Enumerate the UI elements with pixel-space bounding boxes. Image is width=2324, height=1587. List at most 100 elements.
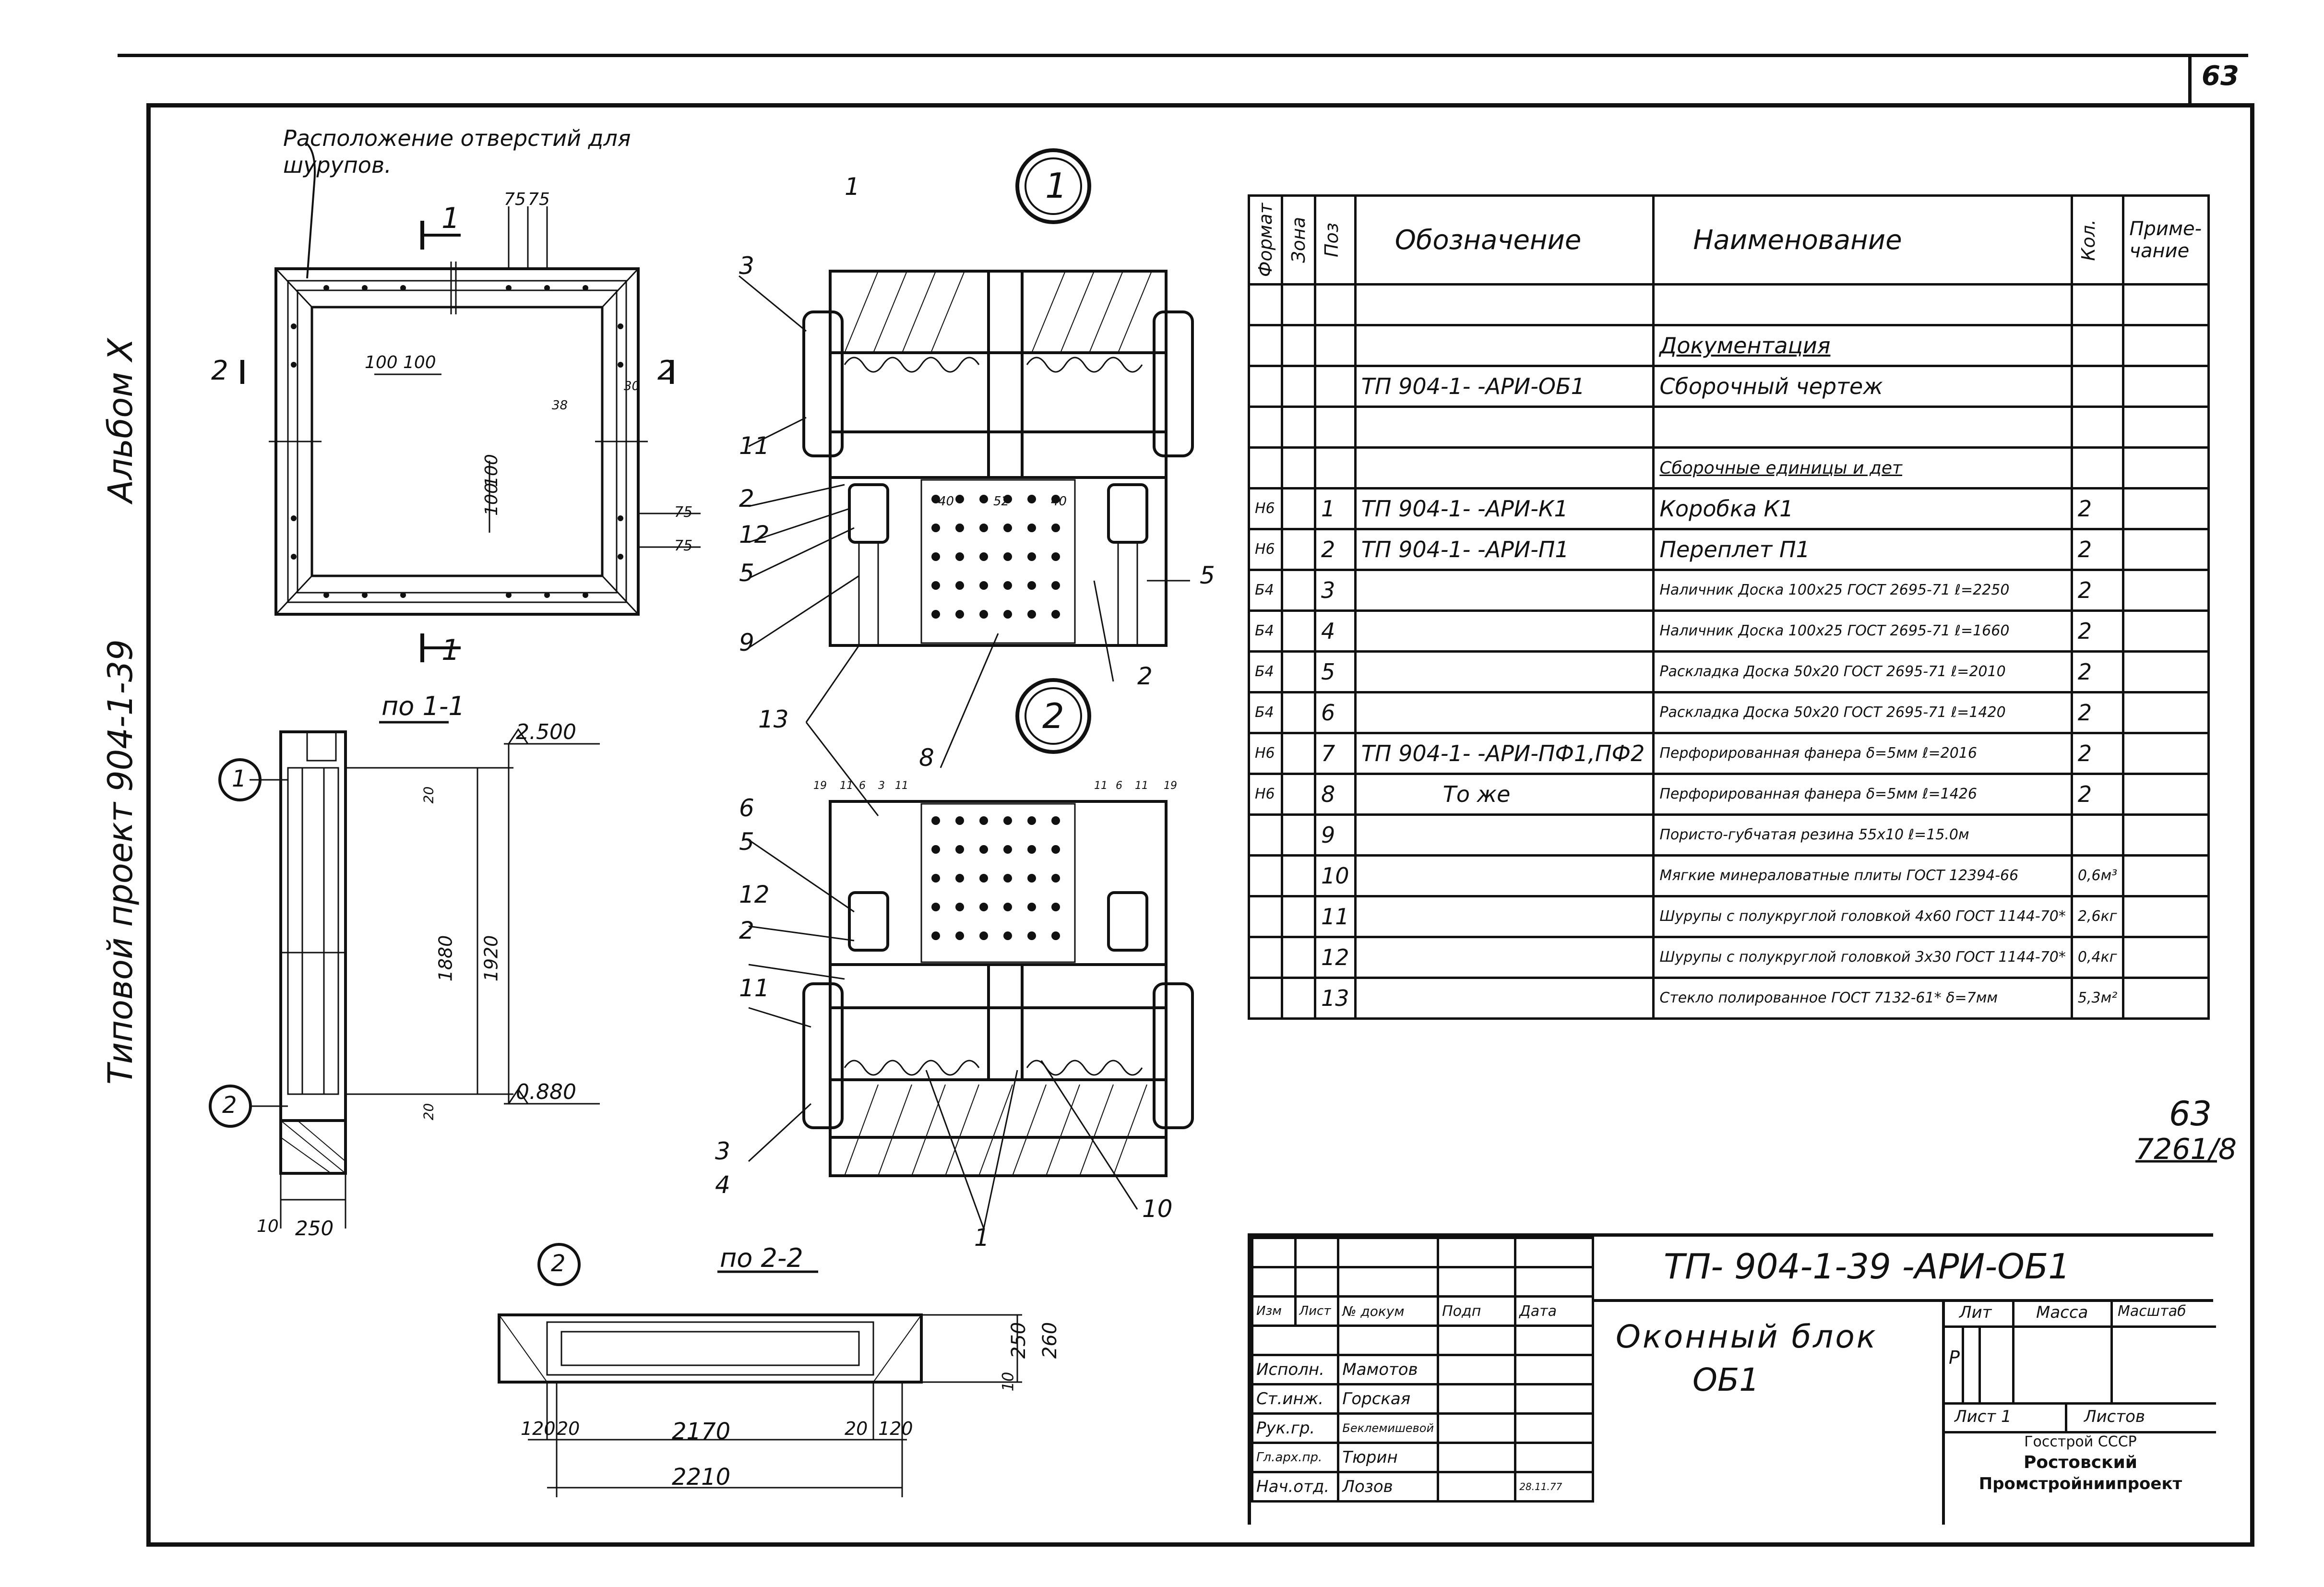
spec-designation: То же	[1354, 773, 1655, 816]
role-label: Ст.инж.	[1251, 1383, 1340, 1415]
leader-number: 10	[1142, 1195, 1173, 1223]
callout-number: 1	[232, 765, 247, 792]
detail-dim: 11	[840, 780, 853, 792]
section-1-1-dim: 20	[420, 786, 437, 804]
detail-callout: 1	[1045, 166, 1067, 206]
section-mark: 2	[211, 355, 228, 386]
spec-row: 11 Шурупы с полукруглой головкой 4х60 ГО…	[1248, 895, 2210, 938]
sheet-number-box: 63	[2188, 54, 2249, 107]
section-2-2-dim: 2170	[672, 1418, 731, 1445]
spec-designation: ТП 904-1- -АРИ-К1	[1354, 487, 1655, 530]
spec-row: 13 Стекло полированное ГОСТ 7132-61* δ=7…	[1248, 977, 2210, 1020]
detail-dim: 3	[878, 780, 885, 792]
leader-number: 5	[1200, 561, 1215, 589]
spec-name: Стекло полированное ГОСТ 7132-61* δ=7мм	[1652, 977, 2073, 1020]
spec-designation: ТП 904-1- -АРИ-П1	[1354, 528, 1655, 571]
mass-header: Масса	[2036, 1303, 2088, 1322]
leader-number: 3	[715, 1137, 730, 1165]
spec-name: Перфорированная фанера δ=5мм ℓ=2016	[1652, 732, 2073, 775]
spec-section-row: Документация	[1248, 324, 2210, 367]
section-mark: 1	[441, 202, 460, 235]
tb-role-row: Гл.арх.пр. Тюрин	[1251, 1442, 1594, 1473]
spec-row: 9 Пористо-губчатая резина 55х10 ℓ=15.0м	[1248, 813, 2210, 857]
section-documentation: Документация	[1652, 324, 2073, 367]
level-mark: 0.880	[516, 1080, 576, 1104]
leader-number: 6	[739, 794, 754, 822]
spec-empty-row	[1248, 283, 2210, 326]
leader-number: 11	[739, 974, 770, 1002]
person-name: Горская	[1337, 1383, 1440, 1415]
lit-header: Лит	[1959, 1303, 1992, 1322]
plan-dim: 75	[674, 504, 693, 521]
level-mark: 2.500	[516, 720, 576, 744]
spec-section-row: Сборочные единицы и дет	[1248, 446, 2210, 489]
leader-number: 2	[739, 485, 754, 513]
role-label: Исполн.	[1251, 1354, 1340, 1385]
leader-number: 5	[739, 559, 754, 587]
spec-designation: ТП 904-1- -АРИ-ПФ1,ПФ2	[1354, 732, 1655, 775]
date-stamp: 28.11.77	[1514, 1471, 1594, 1503]
detail-dim: 11	[895, 780, 908, 792]
section-2-2-dim: 260	[1039, 1322, 1061, 1359]
spec-name: Наличник Доска 100х25 ГОСТ 2695-71 ℓ=225…	[1652, 569, 2073, 612]
plan-dim: 75	[674, 537, 693, 554]
detail-dim: 40	[938, 494, 954, 509]
title-divider	[1594, 1299, 2213, 1302]
header-zone: Зона	[1281, 194, 1316, 286]
role-label: Рук.гр.	[1251, 1412, 1340, 1444]
page-number-bottom: 63	[2169, 1094, 2212, 1134]
detail-dim: 6	[1116, 780, 1122, 792]
spec-name: Перфорированная фанера δ=5мм ℓ=1426	[1652, 773, 2073, 816]
role-label: Нач.отд.	[1251, 1471, 1340, 1503]
spec-designation: ТП 904-1- -АРИ-ОБ1	[1354, 365, 1655, 408]
section-1-1-title: по 1-1	[381, 691, 465, 721]
archive-code: 7261/8	[2135, 1133, 2237, 1166]
tb-role-row: Исполн. Мамотов	[1251, 1354, 1594, 1385]
org-line-1: Госстрой СССР	[2024, 1433, 2137, 1450]
header-designation: Обозначение	[1354, 194, 1655, 286]
tb-role-row: Нач.отд. Лозов 28.11.77	[1251, 1471, 1594, 1503]
org-line-3: Промстройниипроект	[1978, 1474, 2182, 1493]
detail-dim: 40	[1051, 494, 1067, 509]
header-format: Формат	[1248, 194, 1283, 286]
leader-number: 1	[974, 1224, 989, 1252]
leader-number: 1	[845, 173, 860, 201]
leader-number: 13	[758, 705, 789, 733]
plan-caption: Расположение отверстий для шурупов.	[283, 125, 631, 178]
section-1-1-dim: 250	[295, 1217, 334, 1240]
header-qty: Кол.	[2070, 194, 2125, 286]
spec-name: Раскладка Доска 50х20 ГОСТ 2695-71 ℓ=201…	[1652, 650, 2073, 693]
person-name: Лозов	[1337, 1471, 1440, 1503]
leader-number: 8	[919, 744, 934, 772]
person-name: Мамотов	[1337, 1354, 1440, 1385]
spec-name: Шурупы с полукруглой головкой 4х60 ГОСТ …	[1652, 895, 2073, 938]
detail-dim: 11	[1094, 780, 1108, 792]
sheet-number: 63	[2202, 60, 2239, 92]
leader-number: 5	[739, 828, 754, 856]
section-2-2-dim: 20	[557, 1418, 580, 1439]
detail-dim: 52	[993, 494, 1010, 509]
leader-number: 4	[715, 1171, 730, 1199]
block-subtitle: ОБ1	[1692, 1361, 1760, 1398]
spec-row: ТП 904-1- -АРИ-ОБ1 Сборочный чертеж	[1248, 365, 2210, 408]
detail-dim: 19	[1164, 780, 1177, 792]
section-2-2-dim: 2210	[672, 1464, 731, 1491]
callout-number: 2	[222, 1092, 237, 1119]
block-title: Оконный блок	[1616, 1318, 1878, 1355]
plan-dim: 100	[365, 353, 398, 372]
leader-number: 11	[739, 432, 770, 460]
callout-number: 2	[551, 1250, 566, 1277]
title-block: Изм Лист № докум Подп Дата Исполн. Мамот…	[1248, 1233, 2216, 1525]
section-1-1-dim: 10	[257, 1217, 279, 1236]
specification-table: Формат Зона Поз Обозначение Наименование…	[1248, 194, 2210, 1020]
leader-number: 2	[739, 917, 754, 944]
plan-dim: 75	[504, 190, 526, 209]
